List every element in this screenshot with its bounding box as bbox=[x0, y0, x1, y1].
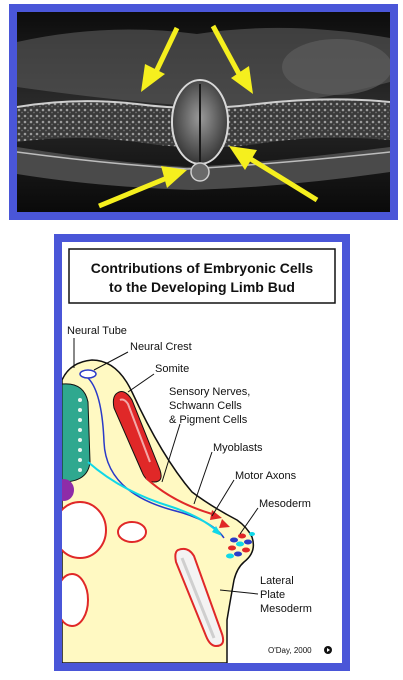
label-lateral-line3: Mesoderm bbox=[260, 603, 312, 615]
neural-tube-shape bbox=[62, 383, 91, 483]
neural-crest-shape bbox=[79, 369, 97, 379]
label-lateral-line1: Lateral bbox=[260, 575, 294, 587]
label-sensory-line3: & Pigment Cells bbox=[169, 414, 248, 426]
cyan-path bbox=[87, 461, 219, 533]
label-mesoderm: Mesoderm bbox=[259, 498, 311, 510]
pointer-sensory bbox=[161, 423, 181, 483]
pointer-motor-axons bbox=[211, 479, 235, 517]
pointer-somite bbox=[127, 373, 155, 393]
label-lateral-line2: Plate bbox=[260, 589, 285, 601]
label-neural-tube: Neural Tube bbox=[67, 325, 127, 337]
red-path bbox=[145, 477, 213, 515]
label-somite: Somite bbox=[155, 363, 189, 375]
limb-bud-diagram: Contributions of Embryonic Cells to the … bbox=[62, 242, 342, 663]
pointer-neural-crest bbox=[93, 351, 129, 371]
title-box bbox=[68, 248, 336, 304]
oval-left-large bbox=[62, 501, 107, 559]
oval-small bbox=[117, 521, 147, 543]
label-sensory-line1: Sensory Nerves, bbox=[169, 386, 250, 398]
micrograph-panel bbox=[9, 4, 398, 220]
pointer-myoblasts bbox=[193, 451, 213, 505]
notochord-shape bbox=[62, 479, 74, 501]
limb-bud-cells bbox=[226, 532, 255, 559]
oval-left-lower bbox=[62, 573, 89, 627]
label-myoblasts: Myoblasts bbox=[213, 442, 263, 454]
diagram-panel: Contributions of Embryonic Cells to the … bbox=[54, 234, 350, 671]
pointer-lateral-plate bbox=[219, 589, 259, 595]
diagram-title-line1: Contributions of Embryonic Cells bbox=[91, 260, 314, 276]
label-motor-axons: Motor Axons bbox=[235, 470, 297, 482]
diagram-title-line2: to the Developing Limb Bud bbox=[109, 279, 295, 295]
pointer-mesoderm bbox=[239, 507, 259, 535]
micrograph-image bbox=[17, 12, 390, 212]
label-neural-crest: Neural Crest bbox=[130, 341, 192, 353]
label-sensory-line2: Schwann Cells bbox=[169, 400, 242, 412]
credit-text: O'Day, 2000 bbox=[268, 646, 312, 655]
yellow-arrows bbox=[98, 24, 319, 209]
